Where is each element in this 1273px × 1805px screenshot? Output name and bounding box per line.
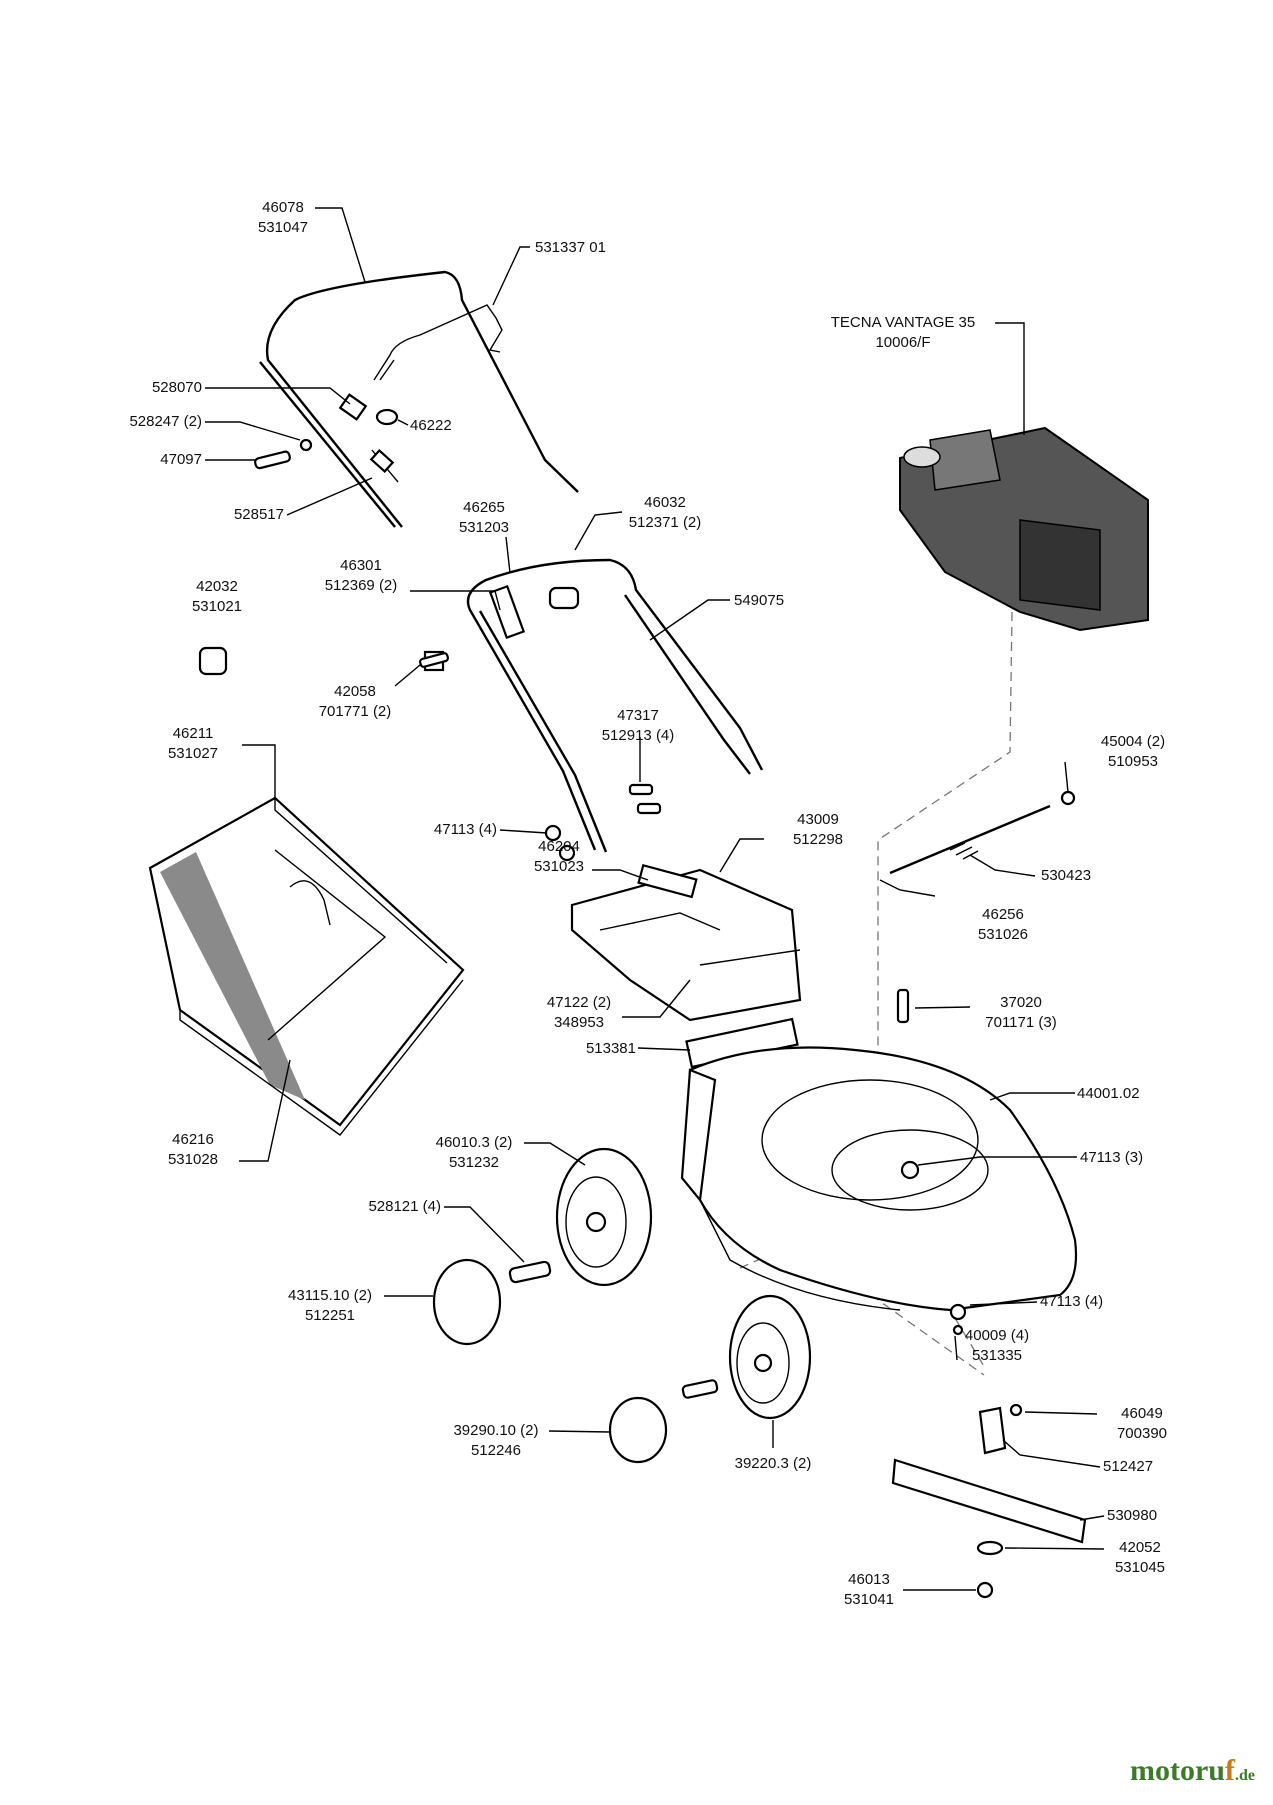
label-cable: 531337 01 (535, 239, 606, 256)
label-nuts-deck: 47113 (3) (1080, 1149, 1143, 1166)
screw-b-part (636, 802, 662, 815)
bolt-small-part (419, 652, 449, 668)
clip-part (488, 584, 526, 640)
label-wheel-rear: 46010.3 (2)531232 (436, 1134, 513, 1171)
label-lever: 528517 (234, 506, 284, 523)
flap (570, 863, 802, 1022)
spring-nut-part (1060, 790, 1076, 806)
label-wheel-front: 39220.3 (2) (735, 1455, 812, 1472)
wheel-front (728, 1294, 812, 1420)
leader-lines (205, 207, 1105, 1591)
cable-guide-42032-part (198, 646, 228, 676)
label-nuts-front: 47113 (4) (1040, 1293, 1103, 1310)
label-axle-bolt: 528121 (4) (368, 1198, 441, 1215)
label-handle-lower: 549075 (734, 592, 784, 609)
handle-lower (198, 558, 764, 862)
label-washer-front: 40009 (4)531335 (965, 1327, 1029, 1364)
nut-46222-part (375, 408, 399, 426)
washer-front-part (952, 1324, 964, 1336)
label-clamp: 528070 (152, 379, 202, 396)
wing-knob-part (548, 586, 580, 610)
mower-deck (680, 1046, 1078, 1312)
nut-handle-b-part (558, 844, 576, 862)
grass-bag (148, 796, 465, 1136)
label-knob-bolt: 47097 (160, 451, 202, 468)
hubcap-front-part (608, 1396, 668, 1464)
watermark-logo: motoruf.de (1130, 1754, 1255, 1787)
blade-assembly (891, 1403, 1087, 1599)
spacer-part (637, 863, 698, 899)
label-deck: 44001.02 (1077, 1085, 1140, 1102)
deck-nut-part (900, 1160, 920, 1180)
handle-upper (254, 270, 579, 528)
label-washer: 528247 (2) (129, 413, 202, 430)
label-hubcap-rear: 43115.10 (2)512251 (288, 1287, 372, 1324)
screw-a-part (628, 783, 654, 796)
axle-bolt-front-part (681, 1379, 719, 1399)
label-nuts-handle: 47113 (4) (434, 821, 497, 838)
label-nut-top: 46222 (410, 417, 452, 434)
knob-bolt-part (254, 450, 291, 470)
hubcap-rear-part (432, 1258, 502, 1346)
lever-part (369, 448, 395, 474)
spring-assembly (889, 790, 1076, 875)
label-blade-adapter: 512427 (1103, 1458, 1153, 1475)
label-hubcap-front: 39290.10 (2)512246 (453, 1422, 538, 1459)
axle-bolt-rear-part (508, 1260, 552, 1284)
label-blade: 530980 (1107, 1507, 1157, 1524)
washer-part (299, 438, 313, 452)
label-spring-nut: 45004 (2)510953 (1101, 733, 1165, 770)
nut-front-part (949, 1303, 967, 1321)
engine (899, 426, 1149, 632)
label-deflector: 513381 (586, 1040, 636, 1057)
label-spring: 530423 (1041, 867, 1091, 884)
wheel-rear (555, 1147, 653, 1287)
label-flap-screws: 47122 (2)348953 (547, 994, 611, 1031)
bolt-deck-part (896, 988, 910, 1024)
